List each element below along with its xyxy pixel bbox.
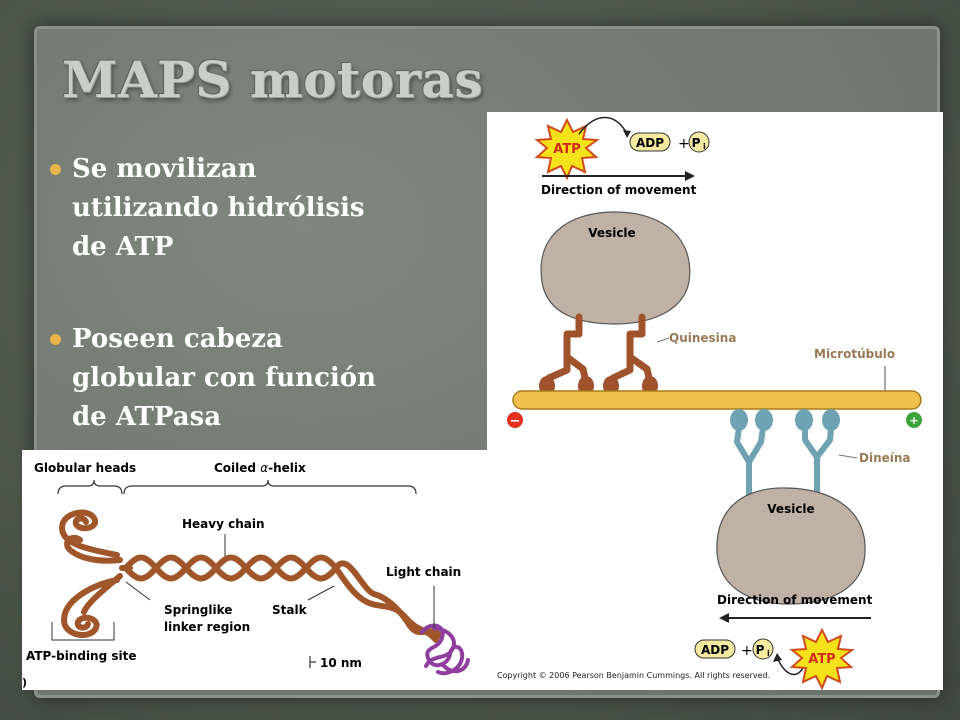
myosin-svg: Globular heads Coiled α-helix Heavy chai…	[22, 461, 470, 689]
atp-starburst-bottom-icon	[789, 627, 855, 691]
microtubulo-label: Microtúbulo	[814, 347, 895, 361]
dynein-head	[730, 409, 748, 431]
direction-bottom-label: Direction of movement	[717, 593, 873, 607]
stalk-leader	[307, 585, 335, 601]
direction-top-label: Direction of movement	[541, 183, 697, 197]
dynein-motor-1	[734, 425, 766, 505]
dineina-label: Dineína	[859, 451, 911, 465]
myosin-coiled-coil	[123, 554, 443, 643]
arrowhead-left-icon	[719, 613, 729, 623]
bullet-dot-icon	[50, 164, 61, 175]
springlike-label-1: Springlike	[164, 603, 232, 617]
bullet-line: de ATPasa	[72, 402, 222, 432]
kinesin-motor-2	[609, 313, 653, 382]
bullet-list-1: Se movilizan utilizando hidrólisis de AT…	[50, 150, 430, 267]
pi-circle	[688, 131, 710, 153]
minus-end-icon	[507, 412, 523, 428]
arrowhead-icon	[623, 130, 631, 138]
myosin-figure: Globular heads Coiled α-helix Heavy chai…	[22, 450, 488, 690]
dynein-head	[795, 409, 813, 431]
stalk-label: Stalk	[272, 603, 308, 617]
vesicle-top-label: Vesicle	[588, 226, 635, 240]
heavy-chain-label: Heavy chain	[182, 517, 265, 531]
dineina-leader	[838, 454, 858, 459]
dynein-head	[822, 409, 840, 431]
copyright-text: Copyright © 2006 Pearson Benjamin Cummin…	[497, 671, 770, 680]
scale-label: 10 nm	[320, 656, 362, 670]
globular-heads-label: Globular heads	[34, 461, 136, 475]
atp-binding-site-label: ATP-binding site	[26, 649, 137, 663]
slide-title: MAPS motoras	[62, 50, 483, 109]
bullet-item: Se movilizan utilizando hidrólisis de AT…	[50, 150, 430, 267]
plus-end-label: +	[909, 414, 918, 427]
atp-site-bracket	[51, 622, 115, 641]
atp-starburst-icon	[534, 117, 600, 181]
bullet-line: Poseen cabeza	[72, 324, 283, 354]
bullet-line: globular con función	[72, 363, 377, 393]
bullet-line: Se movilizan	[72, 154, 257, 184]
bullet-line: de ATP	[72, 232, 174, 262]
helix-text: -helix	[268, 461, 306, 475]
vesicle-bottom-label: Vesicle	[767, 502, 814, 516]
adp-label: ADP	[636, 136, 664, 150]
globular-heads-brace	[57, 479, 123, 495]
bullet-item: Poseen cabeza globular con función de AT…	[50, 320, 430, 437]
kinesin-motor-1	[545, 313, 589, 382]
quinesina-label: Quinesina	[669, 331, 736, 345]
springlike-leader	[125, 581, 151, 601]
myosin-heads	[58, 509, 133, 638]
dynein-head	[755, 409, 773, 431]
bullet-dot-icon	[50, 334, 61, 345]
light-chain-label: Light chain	[386, 565, 461, 579]
vesicle-top	[540, 211, 691, 325]
alpha-text: α	[260, 461, 268, 475]
quinesina-leader	[656, 337, 670, 343]
adp-pill	[629, 132, 671, 152]
vesicle-bottom	[716, 487, 866, 605]
adp-bottom-label: ADP	[701, 643, 729, 657]
atp-bottom-label: ATP	[808, 652, 835, 667]
minus-end-label: −	[510, 414, 521, 429]
pi-circle-bottom	[752, 638, 774, 660]
panel-letter: )	[22, 676, 27, 689]
coiled-helix-label: Coiled α-helix	[214, 461, 306, 475]
plus-sign: +	[678, 136, 690, 152]
dynein-motor-2	[802, 425, 834, 500]
pi-i-bottom-label: i	[767, 649, 770, 658]
arrowhead-icon	[773, 653, 782, 662]
adp-pill-bottom	[694, 639, 736, 659]
bullet-list-2: Poseen cabeza globular con función de AT…	[50, 320, 430, 437]
plus-sign-bottom: +	[741, 643, 753, 659]
light-chain	[420, 623, 470, 676]
plus-end-icon	[906, 412, 922, 428]
reaction-arrow	[578, 116, 628, 135]
arrowhead-right-icon	[685, 171, 695, 181]
microtubule	[512, 390, 922, 410]
atp-label: ATP	[553, 142, 580, 157]
springlike-label-2: linker region	[164, 620, 250, 634]
coiled-text: Coiled	[214, 461, 260, 475]
pi-p-bottom-label: P	[756, 643, 765, 657]
coiled-helix-brace	[123, 479, 417, 495]
pi-i-label: i	[703, 142, 706, 151]
kinesin-dynein-figure: ATP ADP + P i Direction of movement Vesi…	[487, 112, 943, 691]
bullet-line: utilizando hidrólisis	[72, 193, 365, 223]
pi-p-label: P	[692, 136, 701, 150]
kinesin-dynein-svg: ATP ADP + P i Direction of movement Vesi…	[497, 116, 922, 691]
